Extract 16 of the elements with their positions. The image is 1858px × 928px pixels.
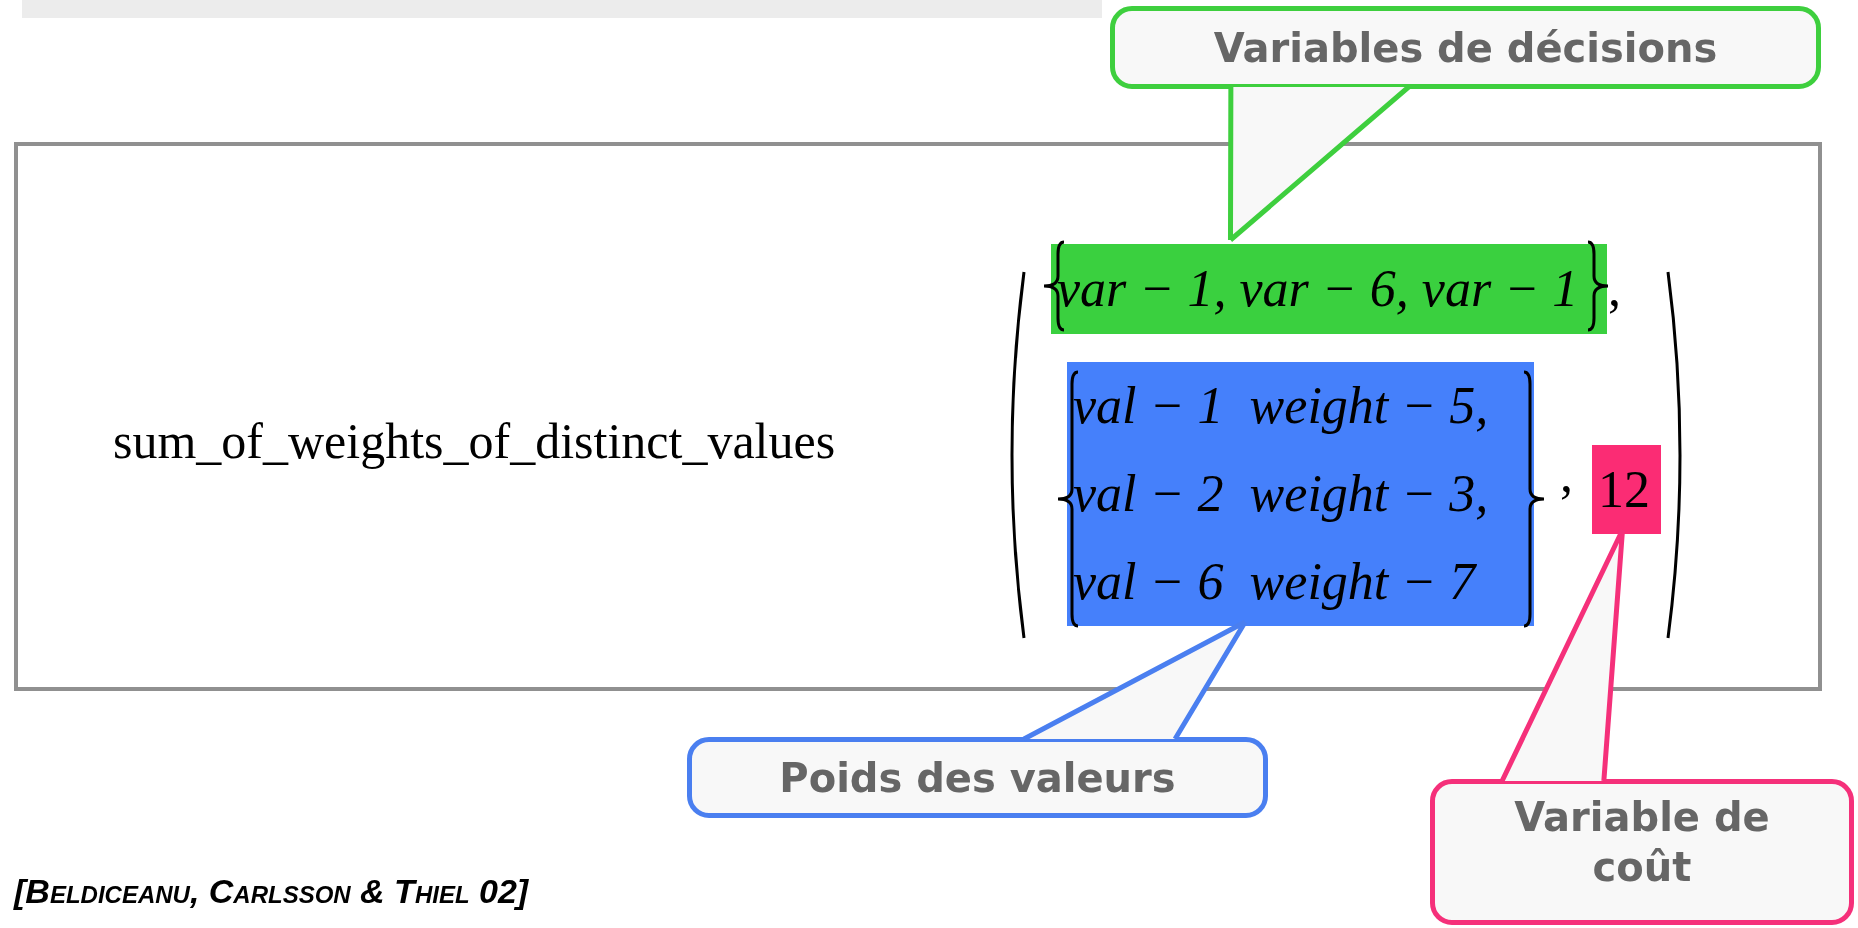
callout-pointer xyxy=(1228,84,1412,243)
formula-term: 12 xyxy=(1598,463,1651,516)
comma: , xyxy=(1608,262,1621,314)
callout-bubble: Poids des valeurs xyxy=(687,737,1268,818)
citation: [Beldiceanu, Carlsson & Thiel 02] xyxy=(14,872,529,911)
formula-term: var − 1, var − 6, var − 1 xyxy=(1057,263,1580,315)
highlighted-term xyxy=(1592,445,1661,534)
formula-row-text: val − 6 weight − 7 xyxy=(1073,556,1478,608)
comma: , xyxy=(1560,448,1573,500)
formula-row-text: val − 1 weight − 5, xyxy=(1073,380,1490,432)
highlighted-term xyxy=(1067,362,1534,626)
formula-row-text: val − 2 weight − 3, xyxy=(1073,468,1490,520)
highlighted-term xyxy=(1051,244,1607,334)
formula-frame xyxy=(14,142,1822,691)
callout-pointer xyxy=(1021,619,1248,742)
callout-pointer xyxy=(1499,527,1625,784)
